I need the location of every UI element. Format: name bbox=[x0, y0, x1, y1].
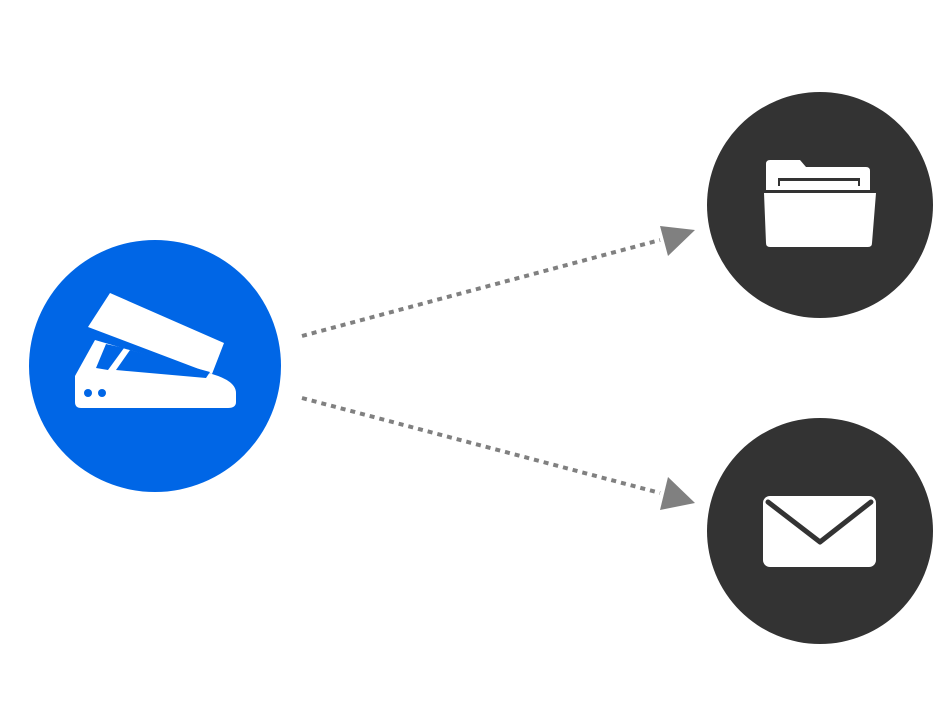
edge-scanner-to-folder bbox=[301, 226, 695, 338]
arrowhead-to-folder bbox=[660, 226, 695, 256]
edge-line-to-folder bbox=[301, 238, 661, 338]
edge-line-to-mail bbox=[301, 396, 661, 495]
folder-node bbox=[707, 92, 933, 318]
folder-icon bbox=[764, 160, 876, 247]
scanner-icon bbox=[75, 293, 236, 408]
edge-scanner-to-mail bbox=[301, 396, 695, 510]
mail-icon bbox=[763, 496, 876, 567]
scanner-node bbox=[29, 240, 281, 492]
mail-node bbox=[707, 418, 933, 644]
arrowhead-to-mail bbox=[660, 477, 695, 510]
